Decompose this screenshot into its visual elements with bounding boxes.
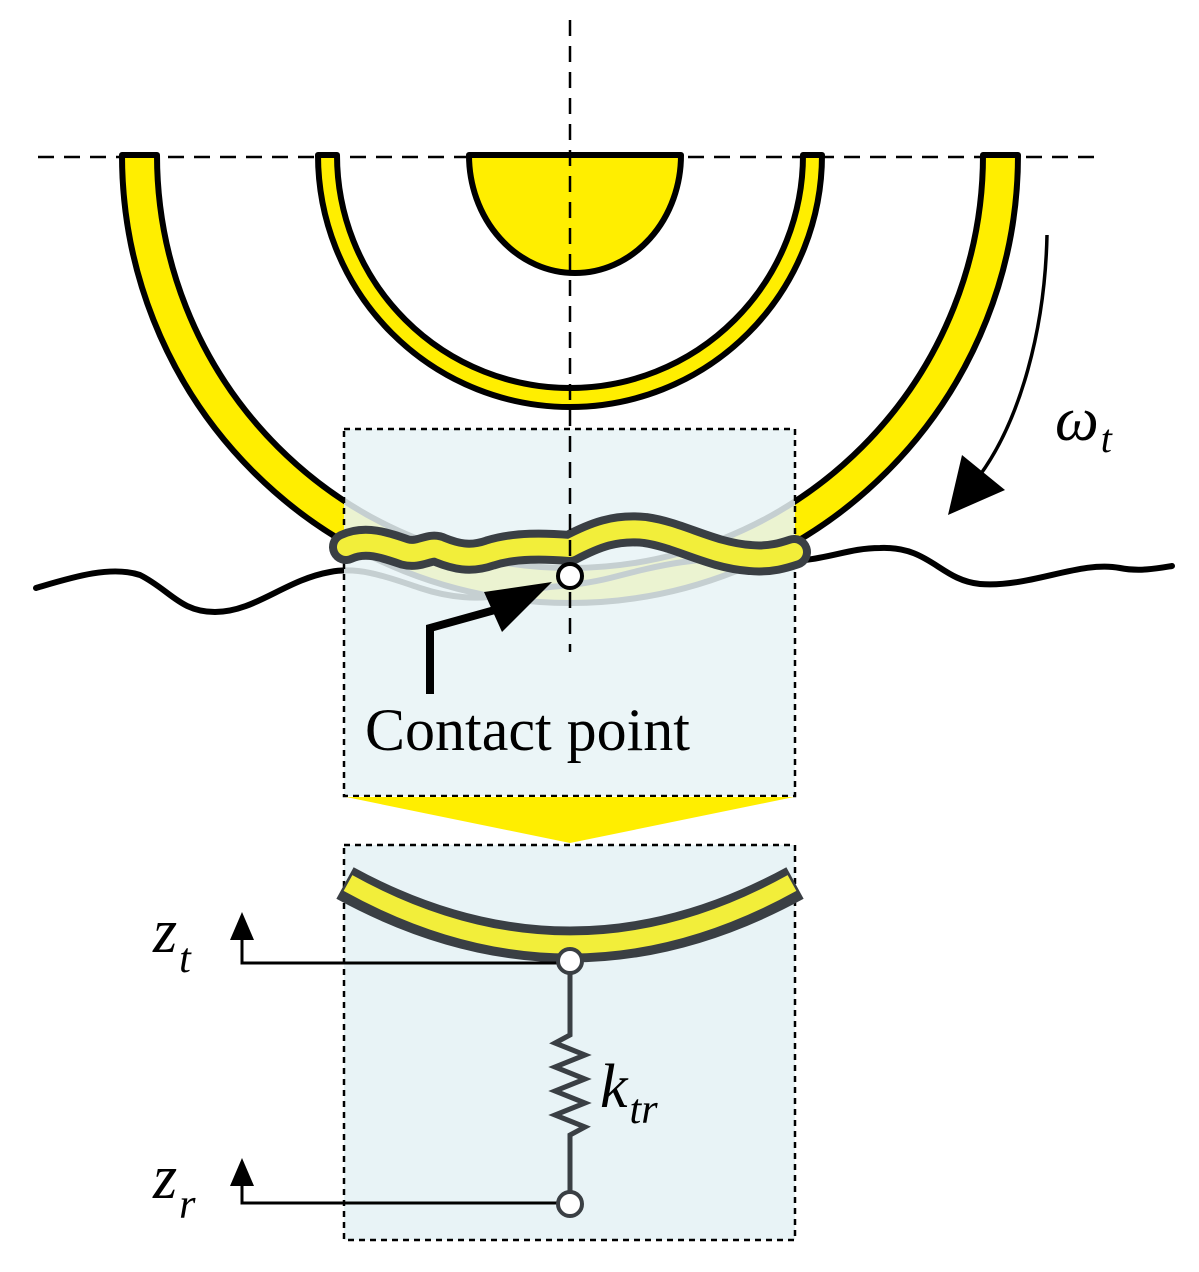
z-r-subscript: r [179,1182,196,1228]
contact-point-leader-line [426,604,504,694]
rotation-arrow-curve [978,234,1049,477]
tire-node [556,947,584,975]
z-r-label: zr [152,1144,196,1228]
tread-segment-fill [343,875,797,954]
contact-point-marker [556,562,584,590]
road-node [556,1190,584,1218]
spring-element [548,973,592,1192]
z-t-arrow-head [230,912,254,940]
z-t-symbol: z [152,898,177,966]
k-tr-symbol: k [600,1053,629,1121]
contact-point-arrow-head [484,582,552,632]
omega-label: ωt [1055,386,1113,461]
middle-tire-ring [315,152,825,410]
omega-subscript: t [1101,416,1113,461]
z-r-symbol: z [152,1144,177,1212]
z-t-subscript: t [179,936,192,982]
rotation-arrow-head [948,455,1005,515]
zoom-funnel [346,797,794,843]
z-t-label: zt [152,898,192,982]
deformed-tread-fill [337,520,803,568]
z-r-reference-line [240,1180,558,1205]
wheel-hub [466,152,684,276]
k-tr-label: ktr [600,1053,658,1133]
omega-symbol: ω [1055,386,1099,454]
k-tr-subscript: tr [630,1087,659,1133]
z-t-reference-line [240,935,558,965]
z-r-arrow-head [230,1158,254,1186]
contact-point-label: Contact point [365,697,690,763]
